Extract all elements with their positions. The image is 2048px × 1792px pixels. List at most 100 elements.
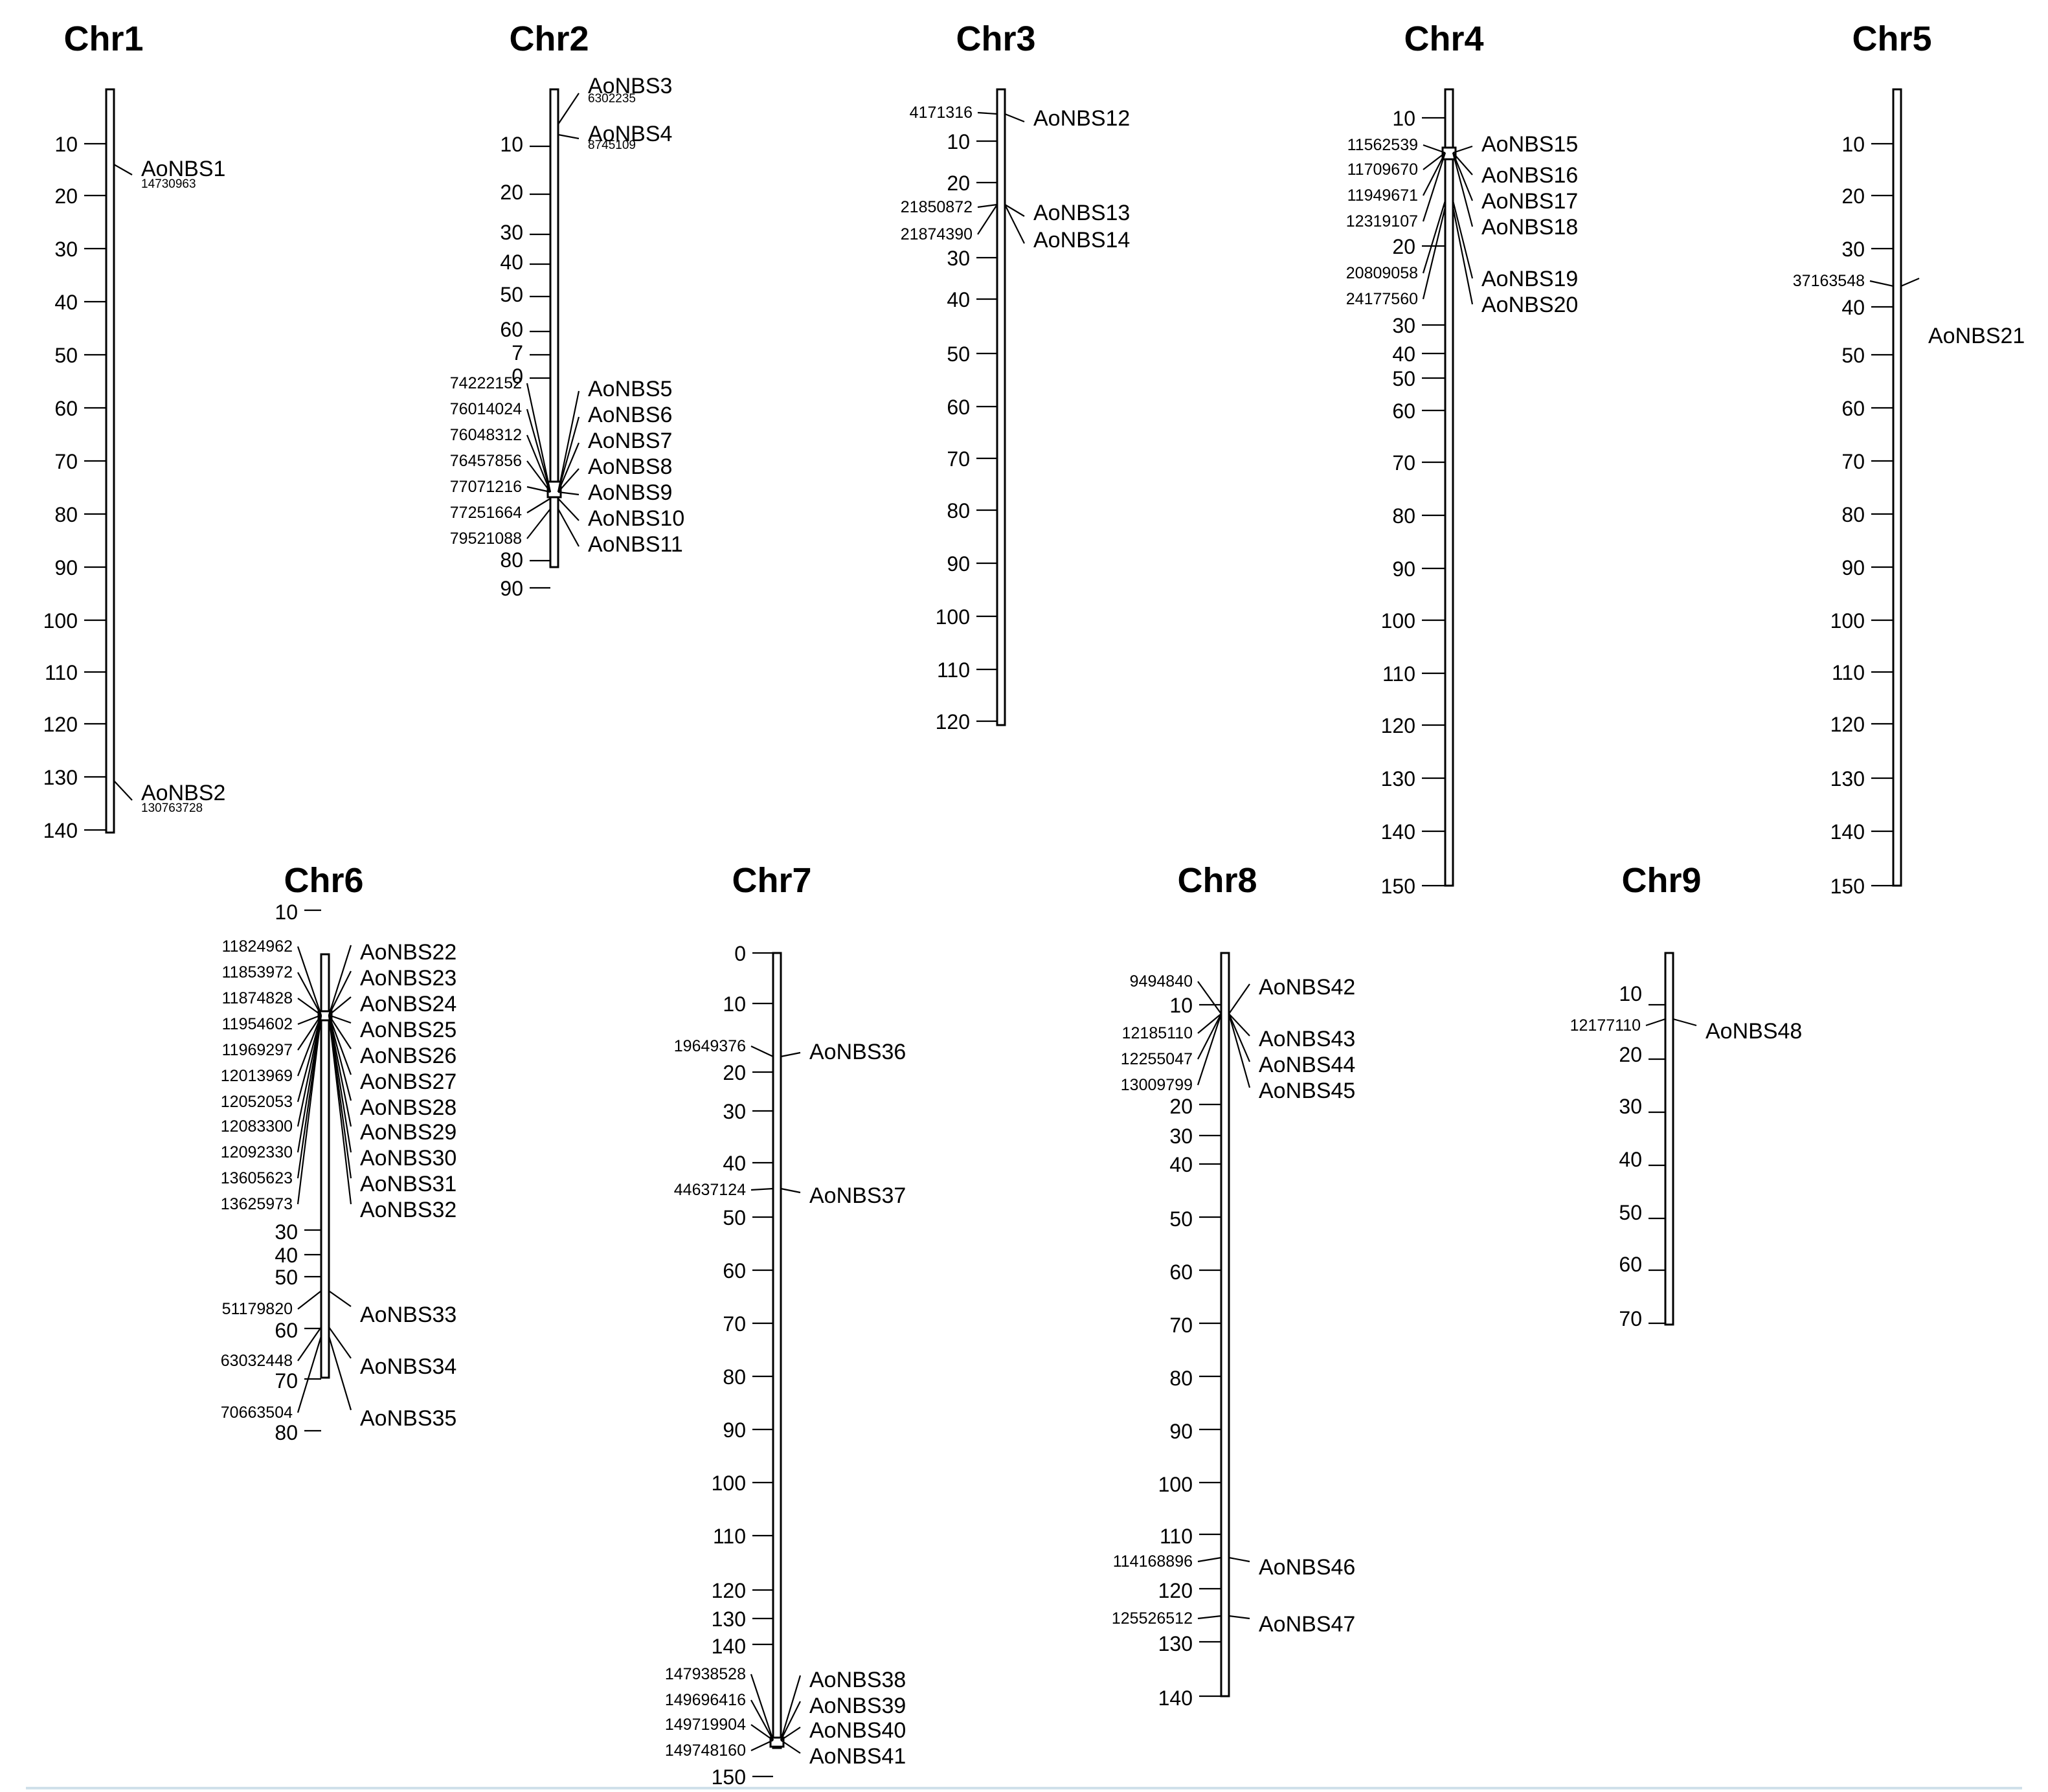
chr6-pos-connector [297, 1014, 322, 1127]
chr4-pos-connector [1423, 152, 1446, 170]
chr1-tick-label: 50 [54, 344, 78, 367]
gene-position-label: 11709670 [1347, 161, 1418, 179]
chr6-pos-connector [297, 1014, 322, 1025]
chr1-tick-label: 130 [43, 766, 78, 789]
gene-position-label: 11824962 [222, 937, 293, 956]
chr5-tick-label: 10 [1841, 133, 1865, 156]
gene-position-label: 147938528 [665, 1665, 746, 1683]
chr2-tick-label: 40 [500, 251, 523, 274]
chr7-gene-connector [780, 1727, 801, 1741]
chr8-pos-connector [1197, 1013, 1222, 1086]
gene-label: AoNBS41 [809, 1744, 906, 1769]
gene-label: AoNBS13 [1033, 201, 1130, 225]
chr1-bar [105, 88, 115, 834]
chr3-tick-label: 100 [936, 605, 970, 629]
gene-position-label: 13605623 [221, 1169, 293, 1187]
chr7-tick-label: 120 [712, 1579, 746, 1602]
chr2-tick-label: 60 [500, 318, 523, 341]
chr7-tick-label: 150 [712, 1765, 746, 1789]
chr6-bar [320, 953, 330, 1379]
chr4-tick-label: 60 [1392, 399, 1415, 423]
chr1-tick-label: 30 [54, 238, 78, 261]
chr9-pos-connector [1645, 1018, 1666, 1027]
gene-position-label: 76457856 [450, 452, 522, 470]
chr7-bar [772, 952, 782, 1749]
gene-label: AoNBS28 [360, 1095, 456, 1120]
chr2-gene-connector [557, 442, 580, 493]
gene-position-label: 11874828 [222, 989, 293, 1007]
chr1-title: Chr1 [63, 19, 143, 58]
chr1-tick-label: 10 [54, 133, 78, 156]
chr5-gene-connector [1900, 277, 1920, 287]
chr2-pos-connector [526, 409, 552, 493]
gene-position-label: 12319107 [1346, 212, 1418, 230]
gene-position-label: 8745109 [588, 139, 636, 152]
gene-position-label: 14730963 [141, 177, 196, 191]
gene-position-label: 77251664 [450, 504, 522, 522]
chr3-tick-label: 70 [947, 447, 970, 471]
gene-position-label: 44637124 [674, 1181, 746, 1199]
chr5-bar [1892, 88, 1902, 887]
chr8-tick-label: 50 [1169, 1207, 1193, 1231]
chr6-pos-connector [297, 946, 322, 1016]
chr9-bar [1664, 952, 1674, 1326]
gene-position-label: 149696416 [665, 1691, 746, 1709]
gene-label: AoNBS42 [1259, 975, 1355, 1000]
gene-label: AoNBS21 [1928, 324, 2025, 348]
chr5-title: Chr5 [1852, 19, 1931, 58]
gene-position-label: 11954602 [222, 1015, 293, 1033]
chr8-tick-label: 20 [1169, 1095, 1193, 1118]
gene-position-label: 149719904 [665, 1716, 746, 1734]
chr8-title: Chr8 [1177, 861, 1257, 900]
gene-position-label: 76014024 [450, 400, 522, 418]
chr3-gene-connector [1004, 204, 1025, 244]
gene-position-label: 21850872 [901, 198, 973, 216]
chr4-tick-label: 10 [1392, 107, 1415, 130]
chr6-pos-connector [297, 1014, 322, 1051]
gene-position-label: 6302235 [588, 92, 636, 106]
gene-label: AoNBS26 [360, 1044, 456, 1068]
chr7-tick-label: 90 [723, 1418, 746, 1442]
gene-label: AoNBS18 [1481, 215, 1578, 240]
gene-position-label: 12052053 [221, 1093, 293, 1111]
gene-position-label: 37163548 [1793, 272, 1865, 290]
chr1-tick-label: 110 [45, 661, 78, 684]
chr6-gene-connector [328, 996, 352, 1016]
chr8-gene-connector [1228, 1013, 1251, 1062]
chr8-tick-label: 40 [1169, 1153, 1193, 1176]
chr3-pos-connector [977, 204, 998, 235]
chr4-gene-connector [1452, 152, 1474, 201]
gene-position-label: 76048312 [450, 426, 522, 444]
chr4-pos-connector [1423, 144, 1446, 154]
gene-label: AoNBS48 [1705, 1019, 1802, 1044]
chr7-tick-label: 10 [723, 992, 746, 1016]
gene-label: AoNBS8 [588, 454, 672, 479]
chr6-gene-connector [328, 1014, 352, 1024]
chr8-tick-label: 80 [1169, 1367, 1193, 1390]
chr6-gene-connector [328, 1290, 352, 1307]
chr5-tick-label: 100 [1830, 609, 1865, 633]
chr2-pos-connector [526, 508, 551, 539]
gene-label: AoNBS32 [360, 1198, 456, 1222]
gene-position-label: 12185110 [1122, 1024, 1193, 1042]
chr1-tick-label: 40 [54, 291, 78, 314]
gene-label: AoNBS35 [360, 1406, 456, 1431]
chr7-tick-label: 0 [734, 942, 746, 965]
gene-label: AoNBS33 [360, 1303, 456, 1327]
gene-label: AoNBS1 [141, 157, 225, 181]
chr3-pos-connector [977, 111, 998, 115]
chr5-tick-label: 120 [1830, 713, 1865, 736]
chr2-pos-connector [526, 383, 552, 493]
gene-label: AoNBS19 [1481, 267, 1578, 291]
chr5-tick-label: 60 [1841, 397, 1865, 420]
gene-label: AoNBS10 [588, 506, 684, 531]
chr1-tick-label: 60 [54, 397, 78, 420]
gene-position-label: 79521088 [450, 530, 522, 548]
chr3-tick-label: 110 [937, 658, 970, 682]
chr8-pos-connector [1197, 981, 1222, 1014]
chr6-tick-label: 10 [275, 901, 298, 924]
chr9-title: Chr9 [1621, 861, 1701, 900]
chr8-gene-connector [1228, 1013, 1250, 1036]
chr5-tick-label: 130 [1830, 767, 1865, 790]
gene-label: AoNBS23 [360, 966, 456, 991]
